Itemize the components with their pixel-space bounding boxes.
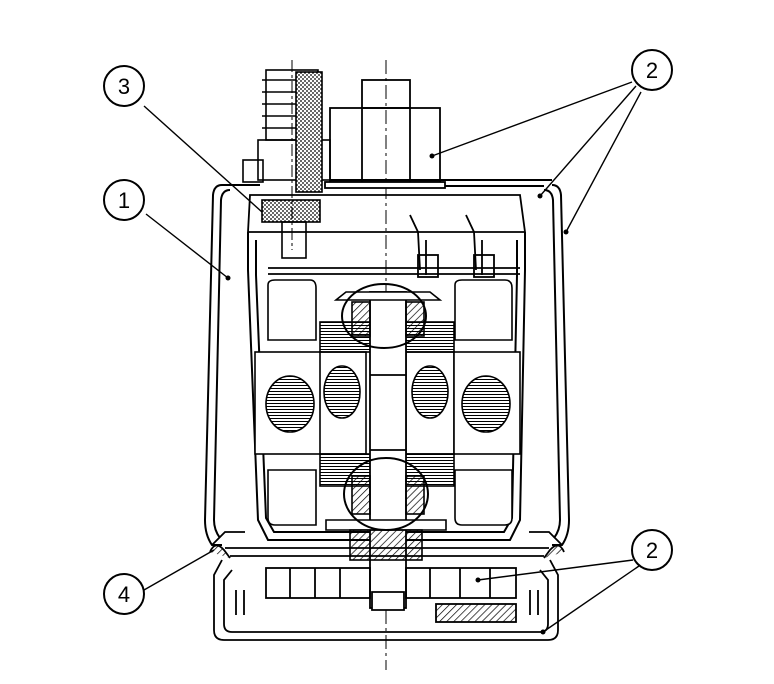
outer-housing	[203, 179, 571, 546]
leader-end-dots	[225, 153, 569, 635]
callout-3-label: 3	[118, 74, 130, 99]
callout-1: 1	[103, 179, 145, 221]
callout-2-top: 2	[631, 49, 673, 91]
shaft	[369, 291, 407, 611]
lower-bearing	[325, 457, 447, 561]
cable-gland	[242, 60, 331, 259]
callout-4-label: 4	[118, 582, 130, 607]
upper-bearing	[333, 283, 443, 349]
winding-sections	[265, 365, 511, 433]
seal-area	[209, 531, 565, 559]
callout-2-bottom-label: 2	[646, 538, 658, 563]
callout-1-label: 1	[118, 188, 130, 213]
callout-3: 3	[103, 65, 145, 107]
callout-4: 4	[103, 573, 145, 615]
leader-lines	[143, 81, 642, 633]
pump-housing	[213, 559, 559, 641]
callout-2-bottom: 2	[631, 529, 673, 571]
top-junction-box	[324, 79, 446, 189]
callout-2-top-label: 2	[646, 58, 658, 83]
